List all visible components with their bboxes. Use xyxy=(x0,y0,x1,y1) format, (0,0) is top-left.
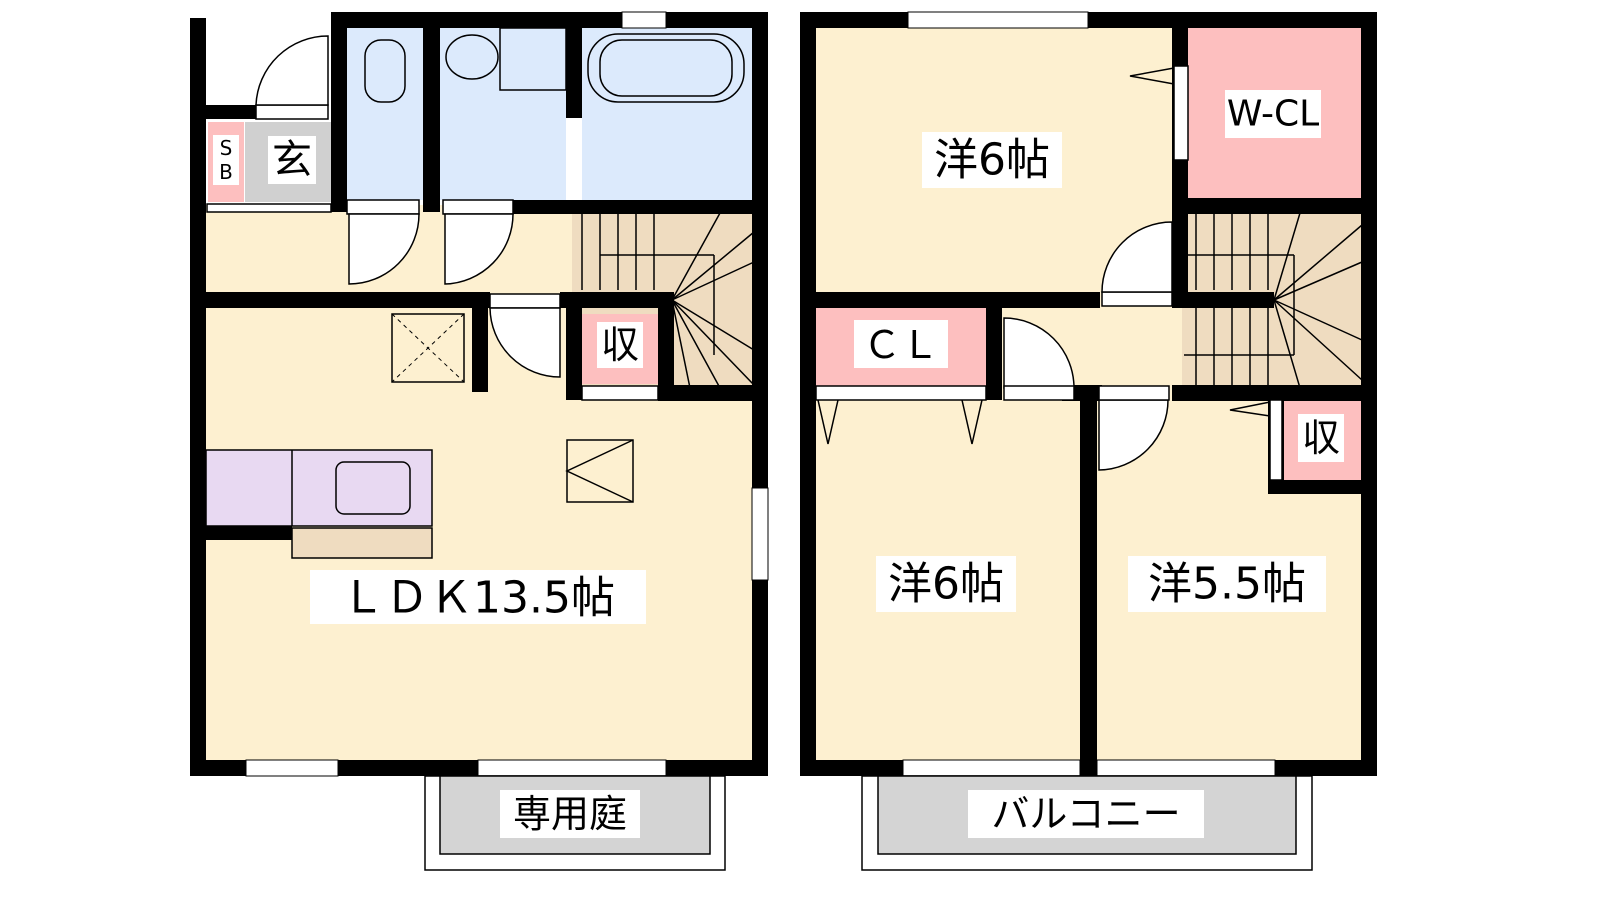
wash-basin xyxy=(445,34,499,80)
washroom xyxy=(440,28,566,200)
ceiling-hatch xyxy=(391,313,465,383)
storage-label-2f: 収 xyxy=(1302,416,1340,460)
toilet-fixture xyxy=(364,39,406,103)
bathroom xyxy=(582,28,752,200)
balcony-label: バルコニー xyxy=(991,792,1180,836)
bathtub xyxy=(587,33,745,103)
storage-label-1f: 収 xyxy=(601,323,639,367)
kitchen-cabinet xyxy=(291,527,433,559)
western-room-left-label: 洋6帖 xyxy=(888,559,1004,610)
floor-2: 洋6帖 W-CL ＣＬ 洋6帖 洋5.5帖 収 バルコニー xyxy=(800,11,1377,871)
western-room-right-label: 洋5.5帖 xyxy=(1148,559,1306,610)
shoe-box-label: SB xyxy=(214,136,238,184)
garden-label: 専用庭 xyxy=(513,792,627,836)
western-room-top-label: 洋6帖 xyxy=(934,135,1050,186)
kitchen-sink xyxy=(335,461,411,515)
floor-1: ＬＤＫ13.5帖 玄 SB 収 専用庭 xyxy=(190,11,769,871)
walk-in-closet-label: W-CL xyxy=(1227,94,1319,135)
toilet-room xyxy=(347,28,423,200)
ldk-label: ＬＤＫ13.5帖 xyxy=(341,573,615,624)
closet-label: ＣＬ xyxy=(863,323,939,367)
entrance-label: 玄 xyxy=(272,137,312,183)
